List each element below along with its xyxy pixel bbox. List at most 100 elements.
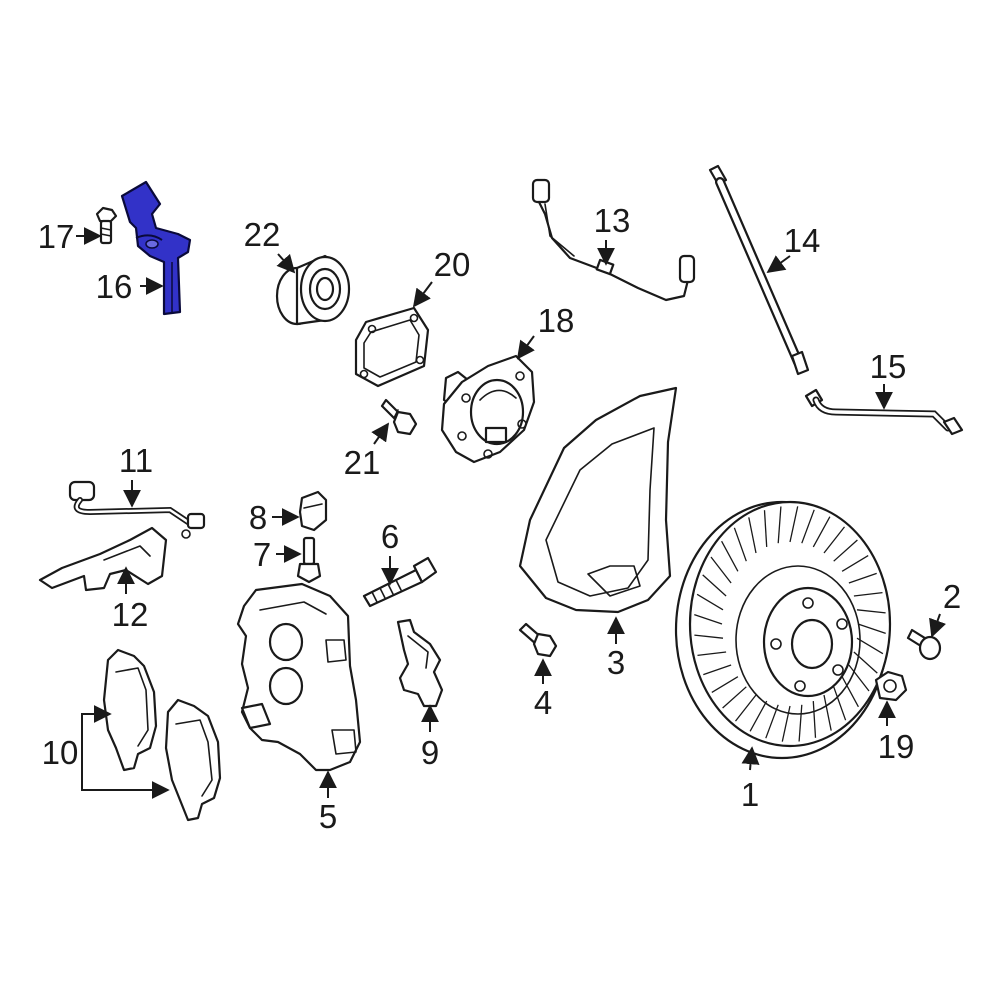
- part-13-wear-sensor[interactable]: [531, 178, 696, 302]
- part-20-gasket[interactable]: [354, 306, 430, 388]
- part-1-vanes: [694, 506, 886, 742]
- callout-2: 2: [943, 578, 961, 615]
- part-5-piston-upper: [268, 622, 304, 662]
- part-20-hole: [415, 355, 425, 365]
- part-14-brake-hose[interactable]: [708, 164, 810, 376]
- part-5-mount-ear: [240, 702, 272, 730]
- part-3-shield-inner: [545, 427, 655, 597]
- leader-21: [371, 422, 390, 445]
- part-17-bolt[interactable]: [95, 206, 118, 245]
- part-11-wear-sensor[interactable]: [68, 480, 206, 530]
- callout-22: 22: [244, 216, 281, 253]
- part-22-wheel-bearing[interactable]: [275, 254, 351, 326]
- callout-9: 9: [421, 734, 439, 771]
- callout-19: 19: [878, 728, 915, 765]
- part-6-guide-bolt[interactable]: [362, 556, 438, 608]
- part-10-pad-front: [102, 648, 158, 772]
- part-5-brake-caliper[interactable]: [236, 582, 362, 772]
- part-19-bore: [883, 679, 897, 693]
- part-12-bracket[interactable]: [38, 526, 191, 592]
- part-19-nut[interactable]: [874, 670, 908, 702]
- part-17-thread: [100, 233, 112, 237]
- part-8-clip[interactable]: [298, 490, 328, 532]
- part-1-brake-rotor[interactable]: [674, 500, 892, 760]
- part-13-connector-left: [531, 178, 551, 204]
- part-10-pad-rear: [164, 698, 222, 822]
- callout-5: 5: [319, 798, 337, 835]
- part-1-vane: [848, 572, 877, 584]
- part-17-thread: [100, 227, 112, 231]
- part-7-head: [296, 562, 322, 584]
- part-20-hole: [359, 369, 369, 379]
- part-1-vane: [697, 651, 727, 657]
- part-1-vane: [748, 517, 757, 554]
- part-1-vane: [853, 651, 878, 674]
- part-1-vane: [777, 506, 782, 544]
- part-9-pad-clip[interactable]: [396, 618, 444, 708]
- part-21-bolt[interactable]: [380, 398, 418, 436]
- part-1-vane: [765, 704, 779, 739]
- part-1-center-bore: [790, 618, 834, 670]
- callout-14: 14: [784, 222, 821, 259]
- part-1-vane: [722, 686, 747, 709]
- part-10-pad-rear-edge: [175, 719, 213, 797]
- part-10-brake-pads[interactable]: [102, 648, 222, 822]
- part-18-wheel-hub[interactable]: [440, 354, 536, 464]
- part-18-pilot: [479, 389, 517, 401]
- part-5-boss: [331, 729, 357, 755]
- callout-1: 1: [741, 776, 759, 813]
- part-1-vane: [841, 555, 869, 572]
- part-1-vane: [848, 664, 870, 692]
- part-1-vane: [841, 676, 859, 708]
- callout-16: 16: [96, 268, 133, 305]
- part-4-bolt[interactable]: [518, 622, 558, 658]
- part-1-stud-hole: [836, 618, 848, 630]
- part-7-shank: [302, 536, 316, 566]
- part-11-sensor-tip: [186, 512, 206, 530]
- callout-10: 10: [42, 734, 79, 771]
- part-1-vane: [823, 526, 846, 554]
- part-3-splash-shield[interactable]: [518, 386, 678, 614]
- part-6-shank: [362, 568, 424, 608]
- part-1-stud-hole: [802, 597, 814, 609]
- leader-18: [516, 335, 535, 360]
- callout-labels: 1 2 3 4 5 6 7 8 9 10 11 12 13 14 15 16 1…: [38, 202, 962, 835]
- part-7-bolt[interactable]: [296, 536, 322, 584]
- part-1-vane: [812, 516, 831, 548]
- part-4-head: [532, 632, 558, 658]
- part-5-piston-lower: [268, 666, 304, 706]
- part-13-cable-inner: [544, 203, 575, 257]
- part-1-vane: [749, 700, 768, 732]
- part-1-vane: [694, 634, 724, 639]
- part-1-vane: [833, 686, 847, 721]
- part-12-body: [38, 526, 168, 592]
- part-12-edge: [103, 545, 151, 561]
- callout-18: 18: [538, 302, 575, 339]
- callout-4: 4: [534, 684, 552, 721]
- callout-3: 3: [607, 644, 625, 681]
- part-1-stud-hole: [794, 680, 806, 692]
- leader-10b: [81, 752, 170, 799]
- callout-7: 7: [253, 536, 271, 573]
- part-15-brake-line[interactable]: [804, 388, 964, 436]
- part-18-spline-key: [484, 426, 508, 444]
- part-16-abs-sensor[interactable]: [120, 180, 192, 316]
- part-1-vane: [710, 556, 732, 584]
- part-1-vane: [853, 591, 883, 597]
- part-16-bolt-hole: [145, 239, 159, 249]
- leader-14: [766, 255, 791, 274]
- part-1-vane: [733, 527, 747, 562]
- part-20-inner-edge: [363, 319, 420, 378]
- part-2-bolt[interactable]: [906, 628, 942, 661]
- part-5-boss: [325, 639, 347, 663]
- leader-20: [412, 281, 433, 308]
- part-18-stud-hole: [483, 449, 493, 459]
- part-11-cable-inner: [75, 498, 202, 526]
- leader-lines: [76, 227, 946, 799]
- part-3-shield-outer: [518, 386, 678, 614]
- part-9-body: [396, 618, 444, 708]
- part-11-connector: [68, 480, 96, 502]
- part-1-vane: [857, 623, 886, 635]
- part-1-stud-hole: [770, 638, 782, 650]
